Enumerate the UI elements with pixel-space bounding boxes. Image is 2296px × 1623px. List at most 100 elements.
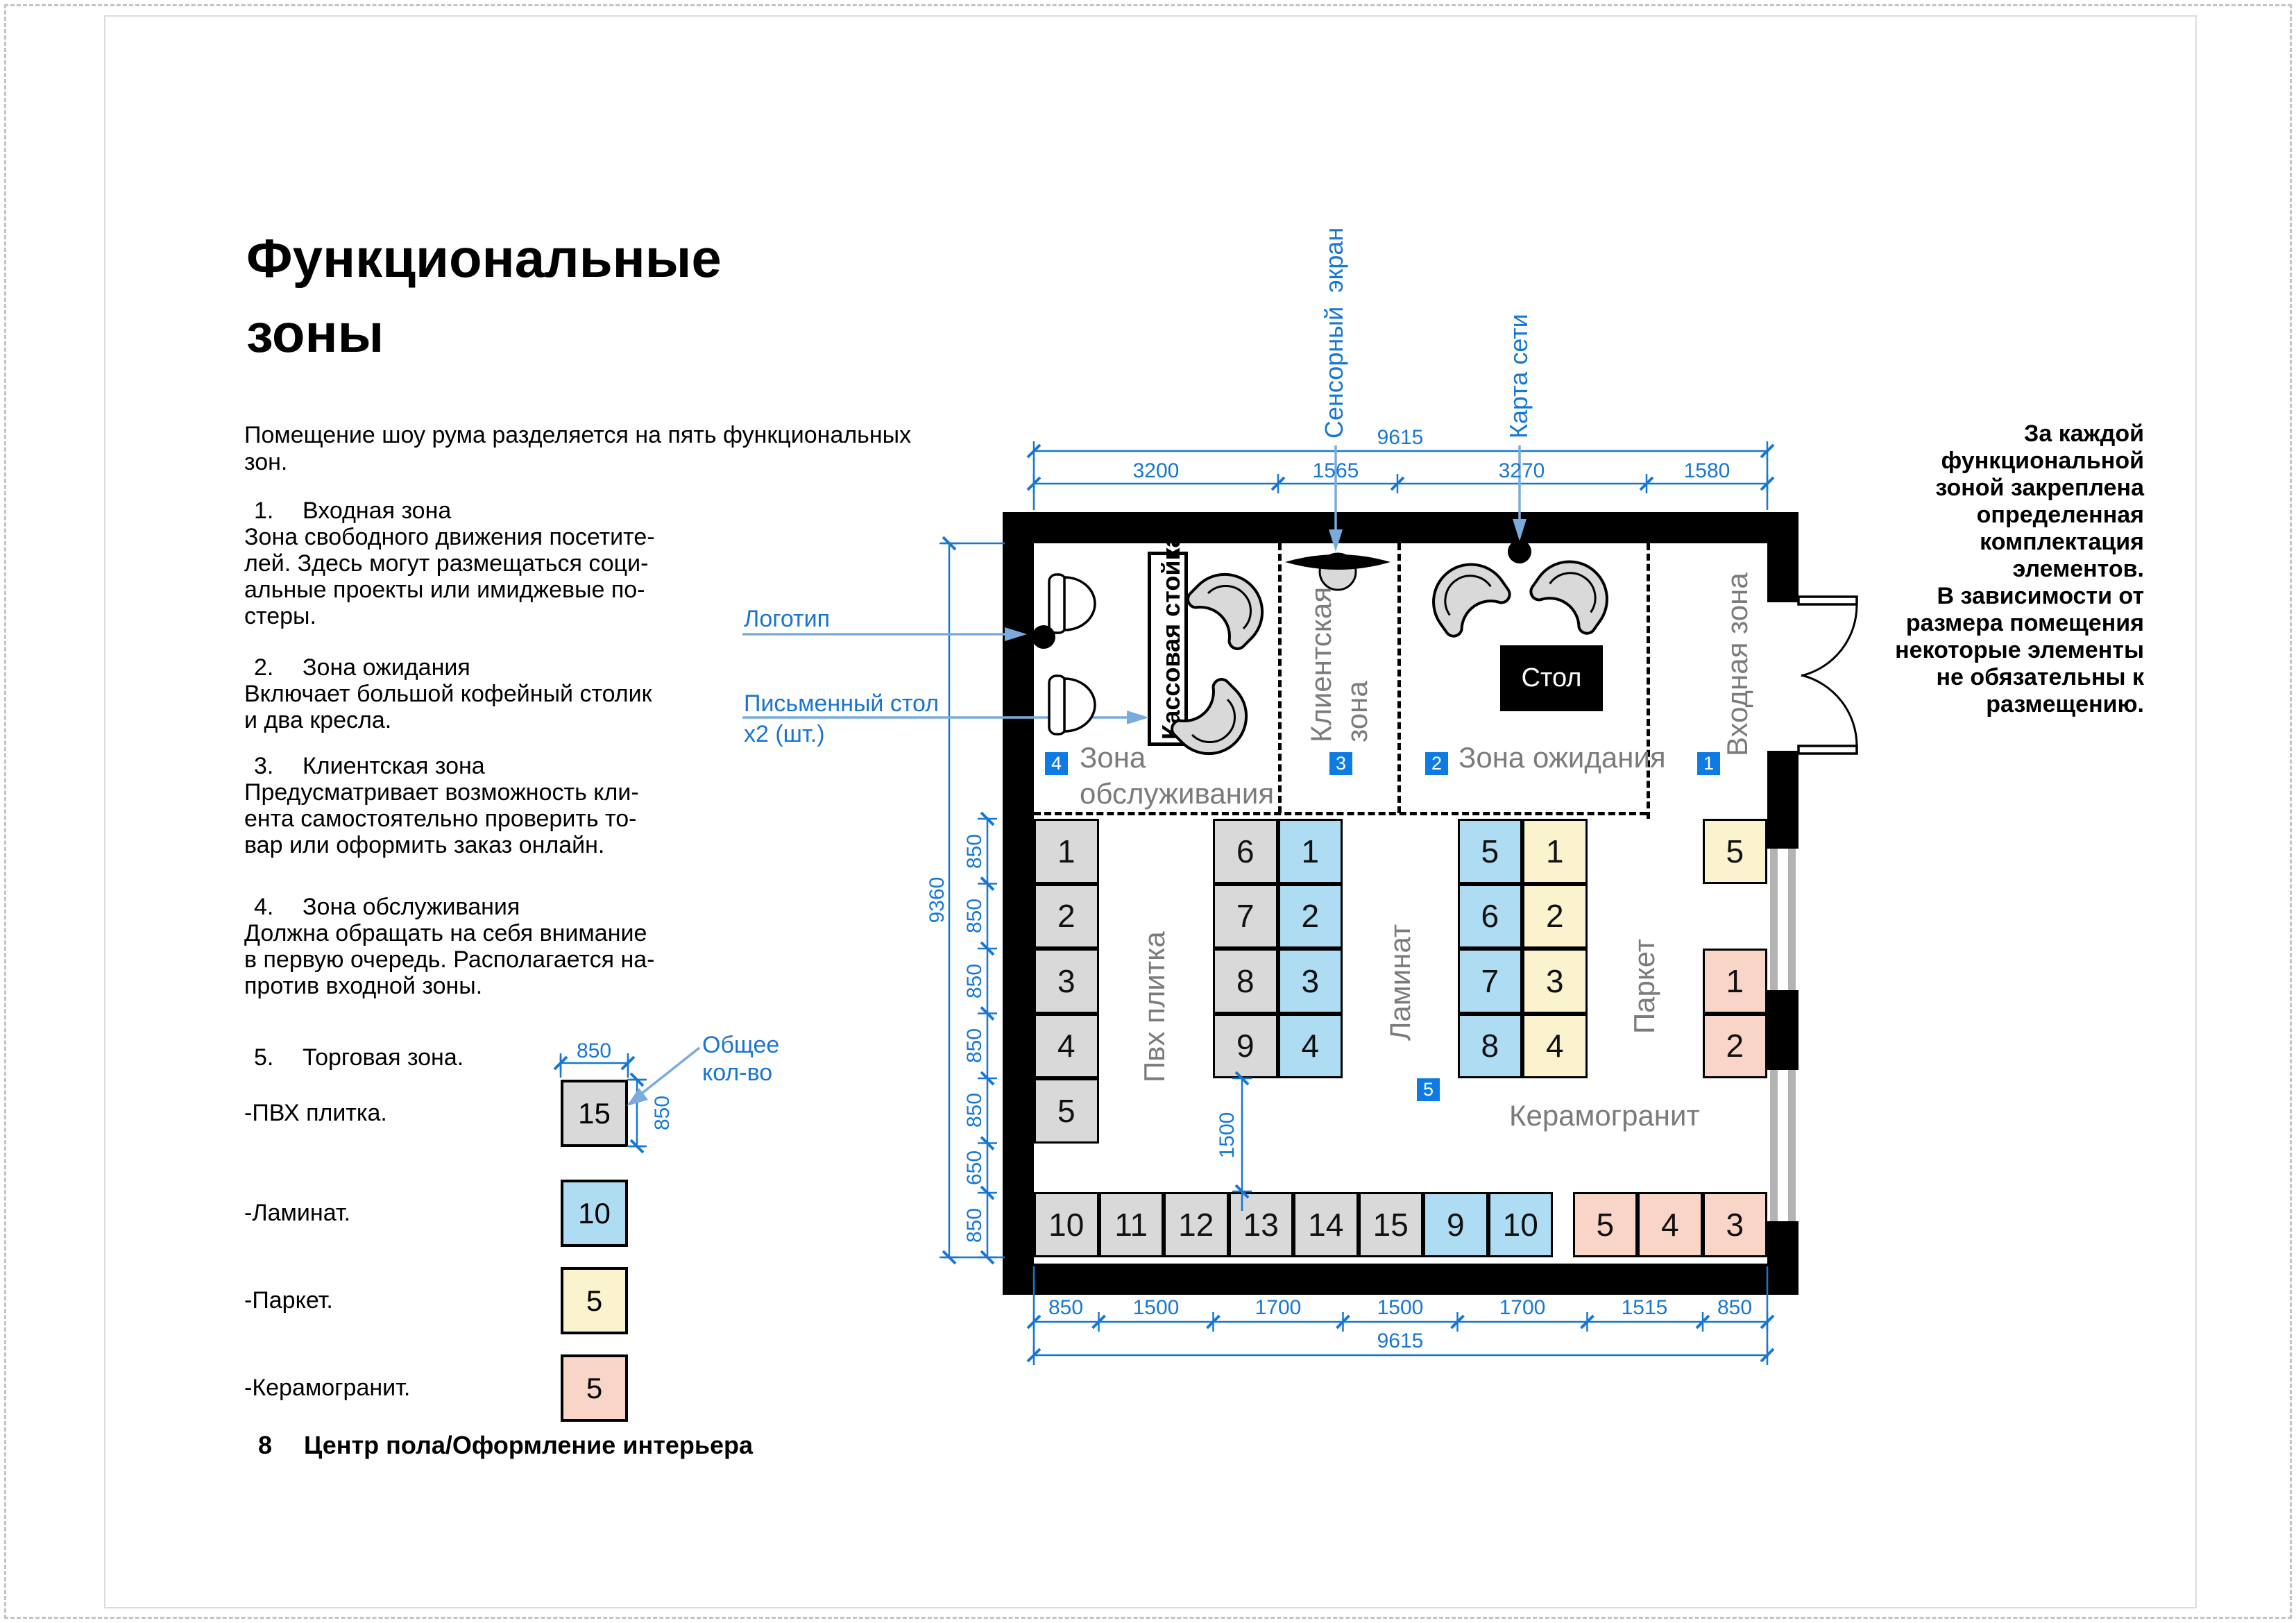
floor-tile-laminate-mid-column: 4	[1277, 1013, 1343, 1078]
legend-callout-total: Общее кол-во	[702, 1032, 780, 1086]
dim-inner-1500: 1500	[1216, 1112, 1239, 1159]
floor-tile-laminate-bottom-row: 10	[1488, 1192, 1553, 1257]
floor-tile-parquet-column: 1	[1522, 819, 1588, 884]
legend-swatch-ceramic: 5	[561, 1354, 628, 1422]
zone-item-2: 2. Зона ожидания Включает большой кофейны…	[244, 654, 716, 733]
zone-item-title: Входная зона	[303, 498, 452, 524]
zone-item-number: 1.	[254, 498, 274, 524]
wall-right-above-door	[1767, 543, 1798, 602]
dim-bottom-seg-5: 1700	[1499, 1296, 1546, 1319]
zone-badge-5: 5	[1417, 1078, 1440, 1101]
zone-separator-4-3	[1278, 543, 1282, 813]
floor-tile-pvc-left-column: 3	[1034, 949, 1099, 1014]
floor-tile-pvc-mid-column: 7	[1213, 883, 1278, 949]
zone-item-3: 3.Клиентская зона Предусматривает возмож…	[244, 753, 716, 858]
legend-label-pvc: -ПВХ плитка.	[244, 1100, 387, 1126]
floor-tile-pvc-bottom-row: 15	[1358, 1192, 1423, 1257]
zone-item-5: 5. Торговая зона.	[244, 1044, 716, 1071]
floor-tile-pvc-left-column: 1	[1034, 819, 1099, 884]
floor-tile-laminate-mid-column: 1	[1277, 819, 1343, 884]
intro-text: Помещение шоу рума разделяется на пять ф…	[244, 422, 912, 475]
floor-tile-parquet-column: 2	[1522, 883, 1588, 949]
floor-tile-laminate-bottom-row: 9	[1423, 1192, 1488, 1257]
legend-label-ceramic: -Керамогранит.	[244, 1375, 411, 1401]
floor-tile-ceramic-bottom-row: 5	[1572, 1192, 1638, 1257]
dim-left-seg-4: 850	[963, 1028, 986, 1064]
floor-tile-parquet-column: 3	[1522, 949, 1588, 1014]
zone-item-4: 4. Зона обслуживания Должна обращать на с…	[244, 894, 716, 999]
zone-badge-3: 3	[1329, 752, 1352, 775]
floor-tile-laminate-right-column: 8	[1457, 1013, 1522, 1078]
dim-bottom-seg-1: 850	[1048, 1296, 1084, 1319]
floor-tile-pvc-left-column: 4	[1034, 1013, 1099, 1078]
cash-desk-label: Кассовая стойка	[1157, 534, 1185, 740]
wall-top	[1003, 512, 1798, 543]
dim-bottom-overall: 9615	[1377, 1329, 1424, 1352]
zone-item-1: 1.Входная зона Зона свободного движения …	[244, 498, 716, 629]
dim-top-seg-3: 3270	[1498, 459, 1545, 482]
dim-bottom-seg-3: 1700	[1255, 1296, 1302, 1319]
zone-item-title: Зона ожидания	[303, 654, 470, 681]
coffee-table: Стол	[1500, 645, 1603, 711]
dim-bottom-seg-7: 850	[1717, 1296, 1753, 1319]
wall-bottom	[1003, 1264, 1798, 1295]
legend-swatch-pvc: 15	[561, 1080, 628, 1147]
legend-swatch-laminate: 10	[561, 1180, 628, 1247]
floor-tile-pvc-bottom-row: 11	[1098, 1192, 1164, 1257]
floor-tile-parquet-column: 4	[1522, 1013, 1588, 1078]
floor-tile-pvc-mid-column: 6	[1213, 819, 1278, 884]
wall-right-below-door	[1767, 751, 1798, 849]
zone-separator-horizontal	[1034, 812, 1647, 815]
wall-right-between-windows	[1767, 990, 1798, 1070]
zone-badge-2: 2	[1425, 752, 1448, 775]
zone-label-waiting: Зона ожидания	[1459, 741, 1666, 774]
dim-top-overall: 9615	[1377, 426, 1424, 449]
zone-badge-1: 1	[1697, 752, 1720, 775]
wall-left	[1003, 512, 1034, 1295]
floor-tile-pvc-bottom-row: 13	[1228, 1192, 1293, 1257]
zone-item-body: Предусматривает возможность кли- ента са…	[244, 779, 639, 858]
floor-tile-ceramic-bottom-row: 4	[1638, 1192, 1703, 1257]
zone-label-service: Зона обслуживания	[1080, 741, 1275, 810]
dim-left-seg-6: 650	[963, 1150, 986, 1186]
zone-item-number: 2.	[254, 654, 274, 681]
zone-item-body: Включает большой кофейный столик и два к…	[244, 681, 652, 733]
floor-tile-ceramic-bottom-row: 3	[1702, 1192, 1767, 1257]
dim-left-seg-1: 850	[963, 833, 986, 869]
zone-item-title: Зона обслуживания	[303, 894, 520, 920]
zone-item-title: Торговая зона.	[303, 1044, 464, 1071]
logo-label: Логотип	[744, 606, 831, 632]
footer-number: 8	[258, 1431, 273, 1459]
zone-label-entrance: Входная зона	[1721, 572, 1753, 756]
zone-badge-4: 4	[1045, 752, 1068, 775]
floor-tile-pvc-bottom-row: 12	[1164, 1192, 1229, 1257]
cash-desk: Кассовая стойка	[1148, 534, 1188, 746]
zone-item-number: 4.	[254, 894, 274, 920]
dim-bottom-seg-2: 1500	[1132, 1296, 1180, 1319]
page-title-line2: зоны	[246, 303, 384, 364]
zone-item-body: Должна обращать на себя внимание в перву…	[244, 920, 655, 999]
floor-tile-pvc-bottom-row: 14	[1293, 1192, 1359, 1257]
window-upper	[1767, 849, 1798, 990]
floor-tile-laminate-right-column: 5	[1457, 819, 1522, 884]
dim-left-seg-5: 850	[963, 1092, 986, 1128]
zone-item-number: 3.	[254, 753, 274, 779]
legend-label-laminate: -Ламинат.	[244, 1200, 351, 1226]
floor-tile-pvc-left-column: 2	[1034, 883, 1099, 949]
floor-label-ceramic: Керамогранит	[1509, 1099, 1700, 1132]
page-title-line1: Функциональные	[246, 228, 722, 289]
legend-label-parquet: -Паркет.	[244, 1287, 333, 1314]
dim-bottom-seg-4: 1500	[1377, 1296, 1424, 1319]
floor-tile-pvc-mid-column: 9	[1213, 1013, 1278, 1078]
floor-tile-pvc-mid-column: 8	[1213, 949, 1278, 1014]
dim-top-seg-4: 1580	[1683, 459, 1730, 482]
floor-tile-pvc-left-column: 5	[1034, 1078, 1099, 1144]
legend-swatch-parquet: 5	[561, 1267, 628, 1334]
page-title: Функциональные зоны	[246, 221, 722, 371]
dim-left-seg-2: 850	[963, 898, 986, 934]
dim-top-seg-2: 1565	[1312, 459, 1359, 482]
zone-item-number: 5.	[254, 1044, 274, 1071]
dim-left-seg-3: 850	[963, 963, 986, 999]
dim-top-seg-1: 3200	[1132, 459, 1180, 482]
